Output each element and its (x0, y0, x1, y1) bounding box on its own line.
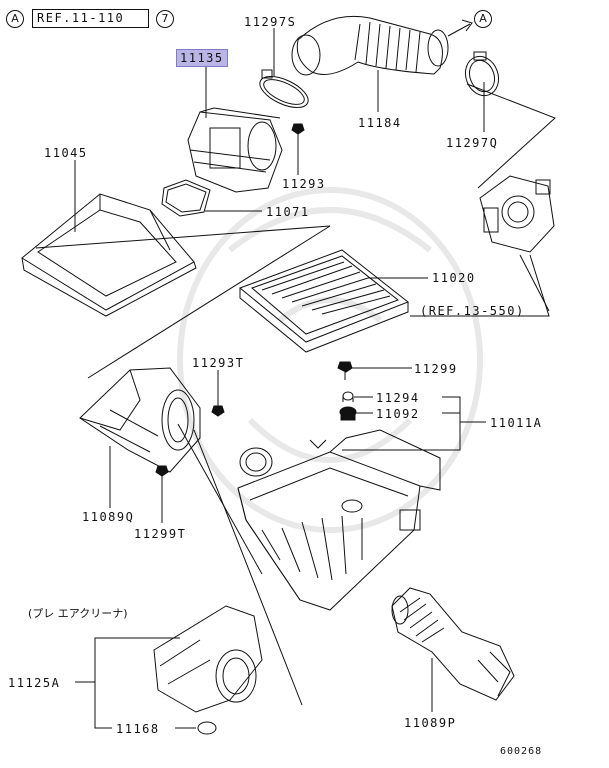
bolt-11293 (291, 123, 305, 142)
bolt-11293T (211, 405, 225, 417)
diagram-code: 600268 (500, 746, 543, 757)
air-flow-sensor-11135 (187, 107, 283, 193)
clamp-11297S (259, 69, 309, 108)
air-filter-11020 (239, 249, 409, 353)
part-label-11294[interactable]: 11294 (376, 391, 420, 405)
air-duct-11184 (291, 15, 473, 76)
part-label-11297Q[interactable]: 11297Q (446, 136, 499, 150)
ref-label-13-550[interactable]: (REF.13-550) (420, 304, 525, 318)
part-label-11092[interactable]: 11092 (376, 407, 420, 421)
ref-circle-number: 7 (156, 10, 174, 28)
ref-marker-a-circle: A (6, 10, 24, 28)
ref-box: REF.11-110 (32, 9, 150, 28)
part-label-11011A[interactable]: 11011A (490, 416, 543, 430)
part-label-11293[interactable]: 11293 (282, 177, 326, 191)
watermark-emblem (177, 187, 483, 533)
part-label-11071[interactable]: 11071 (266, 205, 310, 219)
bolt-11299 (337, 361, 353, 380)
part-label-11125A[interactable]: 11125A (8, 676, 61, 690)
throttle-body (479, 175, 555, 253)
connection-marker-a: A (474, 10, 492, 28)
grommet-11294 (342, 391, 354, 402)
part-label-11135[interactable]: 11135 (176, 49, 228, 67)
part-label-11089Q[interactable]: 11089Q (82, 510, 135, 524)
part-label-11045[interactable]: 11045 (44, 146, 88, 160)
part-label-11293T[interactable]: 11293T (192, 356, 245, 370)
part-label-11299[interactable]: 11299 (414, 362, 458, 376)
leader-lines (35, 28, 556, 729)
part-label-11089P[interactable]: 11089P (404, 716, 457, 730)
bolt-11299T (155, 465, 169, 486)
pre-cleaner-note: (プレ エアクリーナ) (28, 607, 128, 620)
part-label-11297S[interactable]: 11297S (244, 15, 297, 29)
pre-cleaner-11089Q (79, 367, 201, 473)
pre-air-cleaner-11125A (153, 605, 263, 713)
part-label-11299T[interactable]: 11299T (134, 527, 187, 541)
part-label-11168[interactable]: 11168 (116, 722, 160, 736)
mount-rubber-11092 (339, 406, 357, 421)
air-cleaner-case-11011A (237, 429, 441, 611)
ref-text: REF.11-110 (37, 11, 125, 25)
clip-11168 (197, 721, 217, 735)
part-label-11184[interactable]: 11184 (358, 116, 402, 130)
air-cleaner-cover-11045 (21, 193, 197, 317)
part-label-11020[interactable]: 11020 (432, 271, 476, 285)
gasket-11071 (161, 179, 211, 217)
clamp-11297Q (464, 51, 500, 97)
duct-11089P (391, 587, 515, 701)
